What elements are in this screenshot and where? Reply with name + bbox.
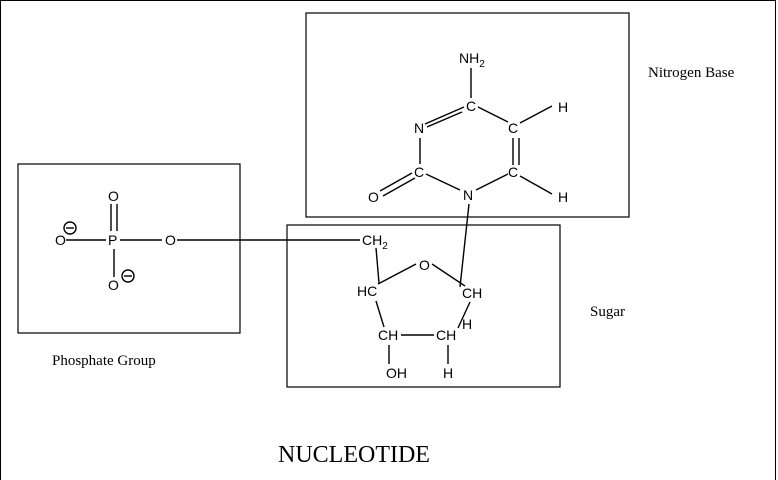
negative-charge-left-icon xyxy=(63,221,77,235)
ch2-atom: CH2 xyxy=(362,232,388,252)
deoxyribose-structure: CH2 O HC CH H CH CH OH H xyxy=(357,232,482,381)
glycosidic-bond xyxy=(459,203,470,288)
phosphate-structure: O P O O O xyxy=(55,188,360,293)
c2-ch-atom: CH xyxy=(436,327,456,343)
ring-c5-atom: C xyxy=(508,120,518,136)
ring-n3-atom: N xyxy=(414,120,424,136)
diagram-title: NUCLEOTIDE xyxy=(278,442,430,465)
phosphate-group-label: Phosphate Group xyxy=(52,353,156,369)
bond-c4-c5 xyxy=(477,106,509,123)
ring-o-atom: O xyxy=(419,257,430,273)
bond-ch2-c4 xyxy=(375,247,380,284)
phosphate-bridge-o-atom: O xyxy=(165,232,176,248)
bond-o-c1 xyxy=(431,263,466,287)
bond-c5-h xyxy=(519,105,553,124)
nucleotide-diagram: Nitrogen Base Sugar Phosphate Group NUCL… xyxy=(17,12,735,465)
ring-c4-atom: C xyxy=(466,98,476,114)
phosphate-group-box xyxy=(17,163,241,334)
ring-n1-atom: N xyxy=(463,187,473,203)
c3-ch-atom: CH xyxy=(378,327,398,343)
sugar-label: Sugar xyxy=(590,304,625,320)
bond-c4-n3-double xyxy=(426,111,463,128)
h5-atom: H xyxy=(558,99,568,115)
negative-charge-bottom-icon xyxy=(121,269,135,283)
nitrogen-base-label: Nitrogen Base xyxy=(648,65,735,81)
bond-c6-h xyxy=(519,175,553,195)
carbonyl-o-atom: O xyxy=(368,189,379,205)
c1-h-atom: H xyxy=(462,316,472,332)
c1-ch-atom: CH xyxy=(462,285,482,301)
amine-nh-atom: NH2 xyxy=(459,50,485,70)
bond-c4-o xyxy=(377,263,417,285)
bond-c4-c3 xyxy=(375,300,385,328)
phosphate-o-left-atom: O xyxy=(55,232,66,248)
phosphorus-atom: P xyxy=(108,232,117,248)
h6-atom: H xyxy=(558,189,568,205)
bond-c2-o xyxy=(379,172,413,192)
c2-h-atom: H xyxy=(443,365,453,381)
ring-c6-atom: C xyxy=(508,164,518,180)
c4-hc-atom: HC xyxy=(357,283,377,299)
bond-c4-n3 xyxy=(424,106,465,125)
bond-c1-c2 xyxy=(457,301,471,329)
bond-c2-o-double xyxy=(382,177,416,197)
phosphate-double-o-atom: O xyxy=(108,188,119,204)
ring-c2-atom: C xyxy=(414,164,424,180)
bond-c6-n1 xyxy=(475,173,509,191)
cytosine-structure: NH2 C N C H C C H N O xyxy=(368,50,568,205)
bond-c2-n1 xyxy=(425,173,461,191)
oh-atom: OH xyxy=(386,365,407,381)
sugar-box xyxy=(286,224,561,388)
phosphate-o-bottom-atom: O xyxy=(108,277,119,293)
